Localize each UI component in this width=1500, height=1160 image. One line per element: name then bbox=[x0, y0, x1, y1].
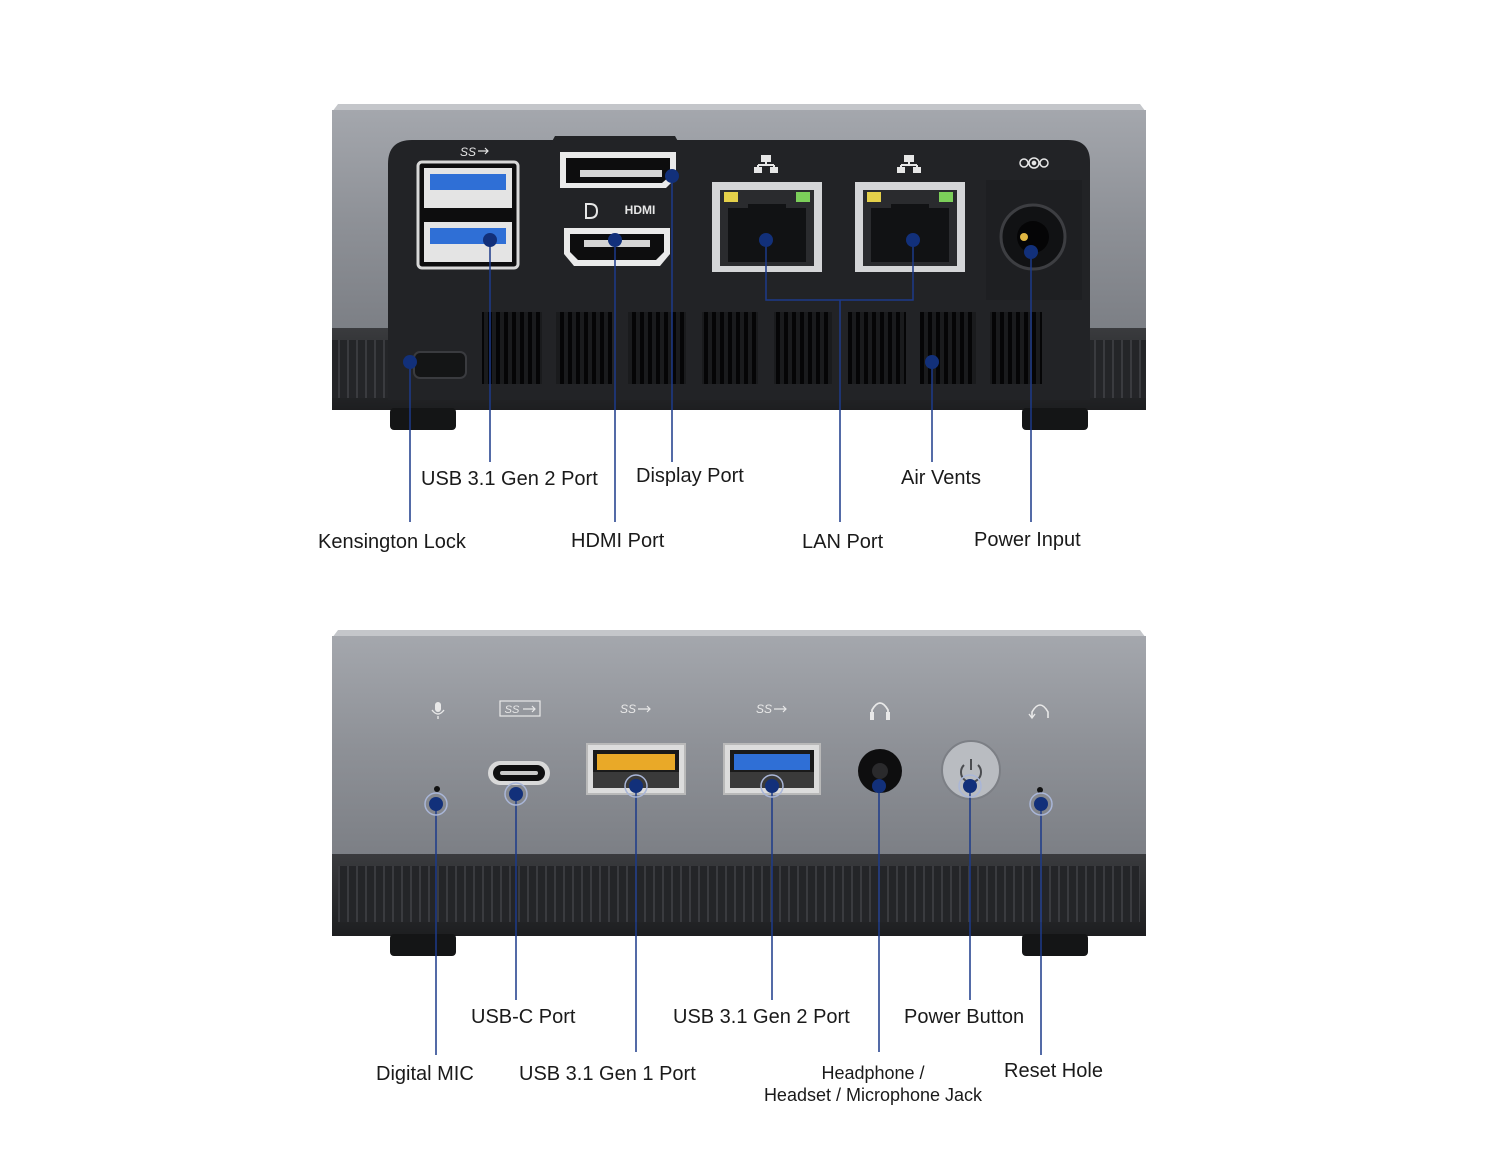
displayport-logo-icon bbox=[585, 203, 599, 219]
mic-icon bbox=[431, 702, 445, 719]
dc-power-jack bbox=[986, 180, 1082, 300]
lan2-led-yellow bbox=[867, 192, 881, 202]
label-air-vents: Air Vents bbox=[901, 467, 982, 489]
rear-foot-left bbox=[390, 408, 456, 430]
rear-dp-notch bbox=[550, 136, 680, 145]
usb-trident-icon-rear bbox=[478, 147, 489, 155]
label-headphone-line2: Headset / Microphone Jack bbox=[763, 1085, 983, 1105]
dot-displayport bbox=[665, 169, 679, 183]
front-callout-dots bbox=[424, 774, 1053, 816]
label-usb-gen2-front: USB 3.1 Gen 2 Port bbox=[673, 1006, 850, 1028]
rear-callout-dots bbox=[403, 169, 1038, 369]
dot-power-button bbox=[963, 779, 977, 793]
label-display-port: Display Port bbox=[636, 465, 744, 487]
usb-c-trident-icon bbox=[523, 705, 536, 713]
air-vents bbox=[482, 312, 1042, 384]
label-kensington-lock: Kensington Lock bbox=[318, 531, 466, 553]
label-digital-mic: Digital MIC bbox=[376, 1063, 474, 1085]
rear-panel-device: SS HDMI bbox=[332, 104, 1146, 430]
label-headphone-jack: Headphone / Headset / Microphone Jack bbox=[760, 1062, 986, 1106]
displayport-connector bbox=[560, 152, 676, 188]
dot-usb-gen2-rear bbox=[483, 233, 497, 247]
headphone-icon bbox=[871, 702, 889, 716]
front-foot-right bbox=[1022, 934, 1088, 956]
usb-blue-tongue-top bbox=[430, 174, 506, 190]
label-power-input: Power Input bbox=[974, 529, 1081, 551]
rear-ribs-left bbox=[332, 340, 392, 398]
usb-gen1-ss-icon: SS bbox=[620, 702, 636, 716]
reset-hole bbox=[1037, 787, 1043, 793]
lan-port-2 bbox=[855, 182, 965, 272]
network-icon-1 bbox=[754, 155, 778, 173]
front-foot-left bbox=[390, 934, 456, 956]
dot-lan-2 bbox=[906, 233, 920, 247]
dot-usb-gen1 bbox=[629, 779, 643, 793]
network-icon-2 bbox=[897, 155, 921, 173]
lan2-led-green bbox=[939, 192, 953, 202]
lan-port-1 bbox=[712, 182, 822, 272]
dot-hdmi bbox=[608, 233, 622, 247]
mic-hole bbox=[434, 786, 440, 792]
lan1-led-yellow bbox=[724, 192, 738, 202]
dot-lan-1 bbox=[759, 233, 773, 247]
dot-air-vents bbox=[925, 355, 939, 369]
dot-power-input bbox=[1024, 245, 1038, 259]
label-usb-c-port: USB-C Port bbox=[471, 1006, 576, 1028]
rear-foot-right bbox=[1022, 408, 1088, 430]
usb-gen2-trident-icon bbox=[774, 705, 787, 713]
front-leader-lines bbox=[435, 786, 1042, 1055]
usb-c-ss-icon: SS bbox=[505, 704, 520, 716]
front-ribs bbox=[338, 866, 1140, 922]
label-usb-gen1-port: USB 3.1 Gen 1 Port bbox=[519, 1063, 696, 1085]
reset-icon bbox=[1031, 704, 1049, 718]
dot-usb-gen2-front bbox=[765, 779, 779, 793]
dot-digital-mic bbox=[429, 797, 443, 811]
label-power-button: Power Button bbox=[904, 1006, 1025, 1028]
hdmi-logo-icon: HDMI bbox=[625, 203, 656, 217]
kensington-slot bbox=[413, 351, 467, 379]
label-lan-port: LAN Port bbox=[802, 531, 884, 553]
usb-gen2-ss-icon: SS bbox=[756, 702, 772, 716]
rear-ribs-right bbox=[1090, 340, 1146, 398]
rear-usb-stack bbox=[416, 160, 520, 270]
usb-gen1-trident-icon bbox=[638, 705, 651, 713]
label-reset-hole: Reset Hole bbox=[1004, 1060, 1103, 1082]
lan1-led-green bbox=[796, 192, 810, 202]
label-hdmi-port: HDMI Port bbox=[571, 530, 665, 552]
dc-polarity-icon bbox=[1019, 157, 1049, 169]
dot-kensington bbox=[403, 355, 417, 369]
dot-headphone bbox=[872, 779, 886, 793]
dot-reset-hole bbox=[1034, 797, 1048, 811]
label-headphone-line1: Headphone / bbox=[821, 1063, 925, 1083]
label-usb-gen2-rear: USB 3.1 Gen 2 Port bbox=[421, 468, 598, 490]
usb-c-ss-frame-icon bbox=[499, 700, 541, 717]
usb-ss-icon-rear: SS bbox=[460, 145, 476, 159]
front-panel-device: SS SS SS bbox=[332, 630, 1146, 956]
leader-lan bbox=[765, 240, 914, 522]
rear-leader-lines bbox=[409, 176, 1032, 522]
dot-usb-c bbox=[509, 787, 523, 801]
